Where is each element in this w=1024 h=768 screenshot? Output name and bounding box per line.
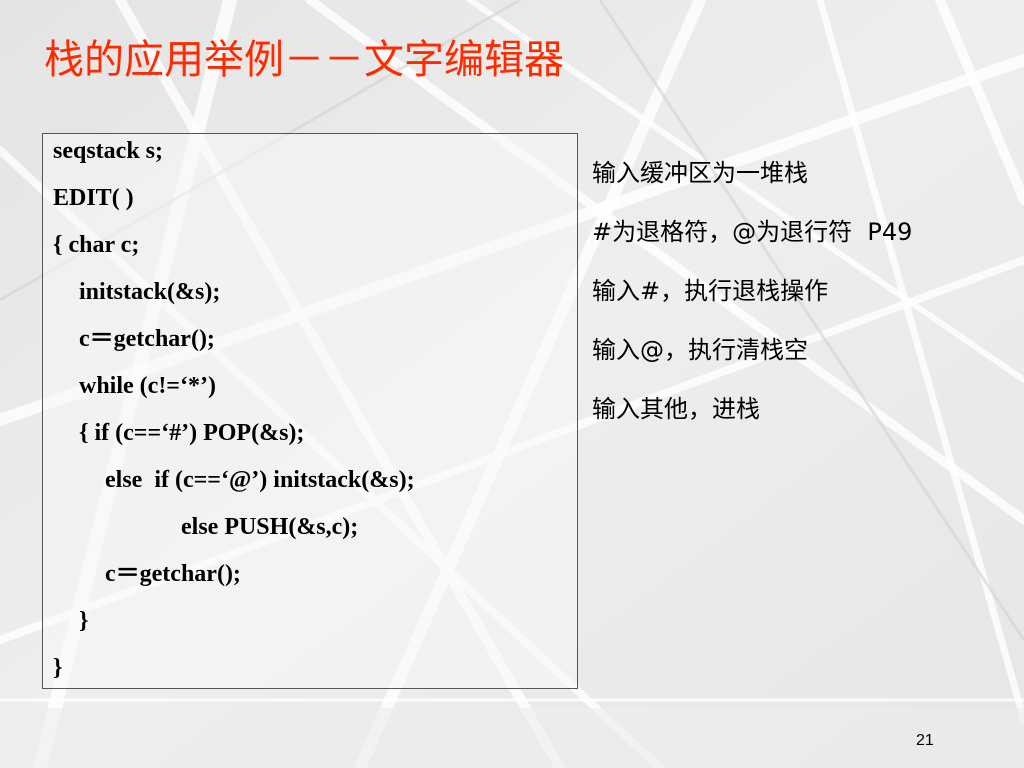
note-line: 输入@，执行清栈空 bbox=[592, 336, 808, 364]
note-line: 输入#，执行退栈操作 bbox=[592, 277, 829, 305]
note-line: #为退格符，@为退行符 P49 bbox=[592, 218, 913, 246]
code-line: while (c!=‘*’) bbox=[79, 373, 216, 399]
code-line: EDIT( ) bbox=[53, 185, 134, 211]
code-line: { char c; bbox=[53, 232, 140, 258]
code-line: initstack(&s); bbox=[79, 279, 221, 305]
page-number: 21 bbox=[916, 732, 934, 749]
notes-panel: 输入缓冲区为一堆栈 #为退格符，@为退行符 P49 输入#，执行退栈操作 输入@… bbox=[592, 158, 912, 453]
code-line: c＝getchar(); bbox=[105, 561, 241, 587]
code-box: seqstack s; EDIT( ) { char c; initstack(… bbox=[42, 133, 578, 689]
code-line: else PUSH(&s,c); bbox=[181, 514, 359, 540]
code-line: seqstack s; bbox=[53, 138, 164, 164]
note-line: 输入缓冲区为一堆栈 bbox=[592, 159, 808, 187]
code-line: } bbox=[79, 608, 89, 634]
code-line: } bbox=[53, 655, 63, 681]
code-line: { if (c==‘#’) POP(&s); bbox=[79, 420, 305, 446]
code-line: else if (c==‘@’) initstack(&s); bbox=[105, 467, 415, 493]
code-line: c＝getchar(); bbox=[79, 326, 215, 352]
slide-title: 栈的应用举例－－文字编辑器 bbox=[44, 37, 564, 83]
note-line: 输入其他，进栈 bbox=[592, 395, 760, 423]
